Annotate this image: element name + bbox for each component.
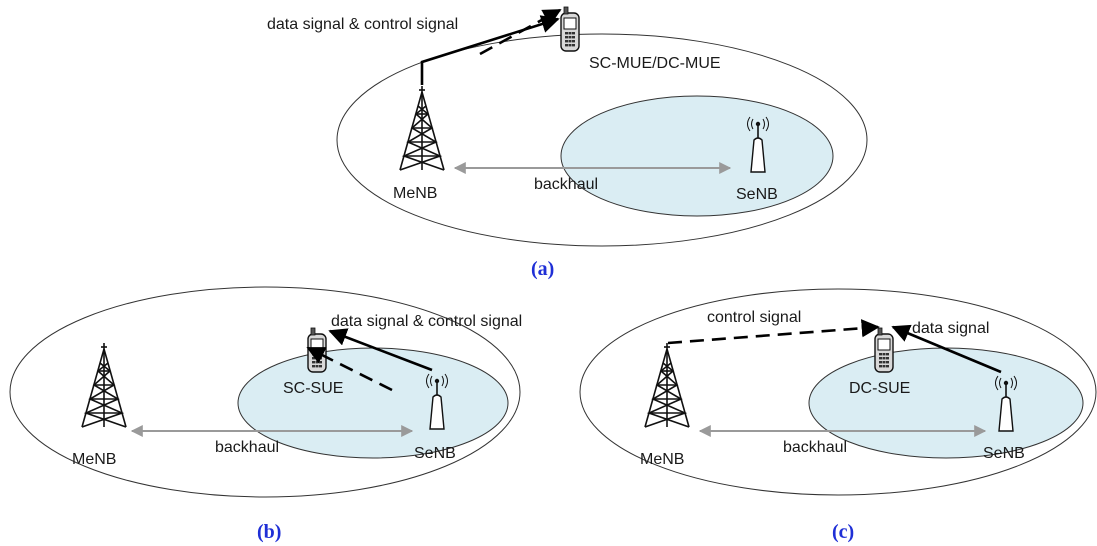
ue-label: SC-MUE/DC-MUE [589, 55, 721, 72]
mobile-phone-icon [874, 327, 894, 373]
mobile-phone-icon [560, 6, 580, 52]
ue-label: DC-SUE [849, 380, 910, 397]
backhaul-label: backhaul [783, 439, 847, 456]
ue-label: SC-SUE [283, 380, 343, 397]
control-signal-arrow [667, 319, 880, 345]
data-signal-arrow [328, 328, 433, 372]
data-signal-arrow [420, 15, 560, 85]
small-label: SeNB [983, 445, 1025, 462]
data-signal-arrow [891, 324, 1002, 374]
control-signal-arrow [479, 8, 562, 56]
data-signal-label: data signal [912, 320, 989, 337]
macro-label: MeNB [640, 451, 684, 468]
small-label: SeNB [736, 186, 778, 203]
panel-c: control signal data signal DC-SUE MeNB b… [579, 288, 1097, 543]
macro-label: MeNB [72, 451, 116, 468]
small-cell-coverage [808, 347, 1084, 459]
signal-label: data signal & control signal [267, 16, 458, 33]
small-label: SeNB [414, 445, 456, 462]
panel-caption: (b) [257, 521, 281, 543]
control-signal-label: control signal [707, 309, 801, 326]
signal-label: data signal & control signal [331, 313, 522, 330]
small-cell-coverage [560, 95, 834, 217]
control-signal-arrow [306, 346, 393, 392]
backhaul-label: backhaul [215, 439, 279, 456]
panel-caption: (a) [531, 258, 554, 280]
macro-label: MeNB [393, 185, 437, 202]
panel-caption: (c) [832, 521, 854, 543]
panel-b: data signal & control signal SC-SUE MeNB… [9, 286, 522, 543]
backhaul-label: backhaul [534, 176, 598, 193]
panel-a: data signal & control signal SC-MUE/DC-M… [267, 6, 868, 280]
